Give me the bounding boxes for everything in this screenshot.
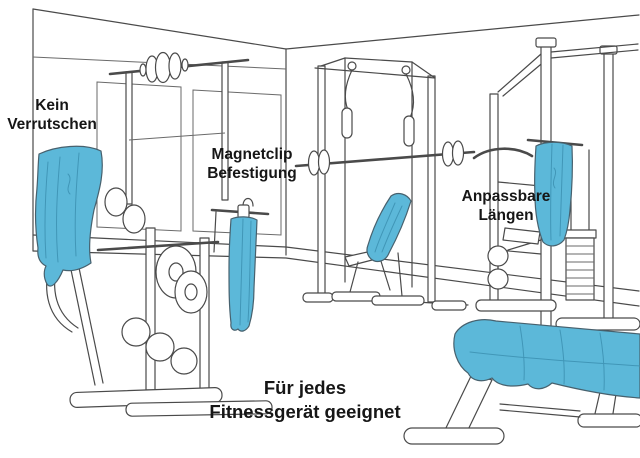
towel-left-folds: [44, 152, 80, 263]
label-suitable-for-all: Für jedes Fitnessgerät geeignet: [209, 377, 401, 423]
towel-left: [35, 145, 103, 287]
towel-right-folds: [550, 143, 564, 241]
towel-right-shape: [533, 141, 573, 247]
bench-cover-folds: [469, 325, 640, 391]
home-gym-machine: [472, 37, 640, 335]
label-no-slip: Kein Verrutschen: [7, 97, 97, 133]
towel-middle-shape: [366, 192, 412, 263]
leg-extension-machine: [46, 187, 273, 417]
label-magnet-clip: Magnetclip Befestigung: [207, 146, 297, 182]
magnet-clip-towel-folds: [239, 218, 252, 326]
label-adjustable-lengths: Anpassbare Längen: [461, 188, 551, 224]
barbell-rack: [108, 51, 250, 205]
incline-bench: [403, 319, 640, 445]
magnet-clip-towel: [210, 197, 270, 332]
towel-left-shape: [35, 145, 103, 287]
multi-press-machine: [294, 57, 476, 311]
towel-middle-folds: [374, 202, 403, 253]
